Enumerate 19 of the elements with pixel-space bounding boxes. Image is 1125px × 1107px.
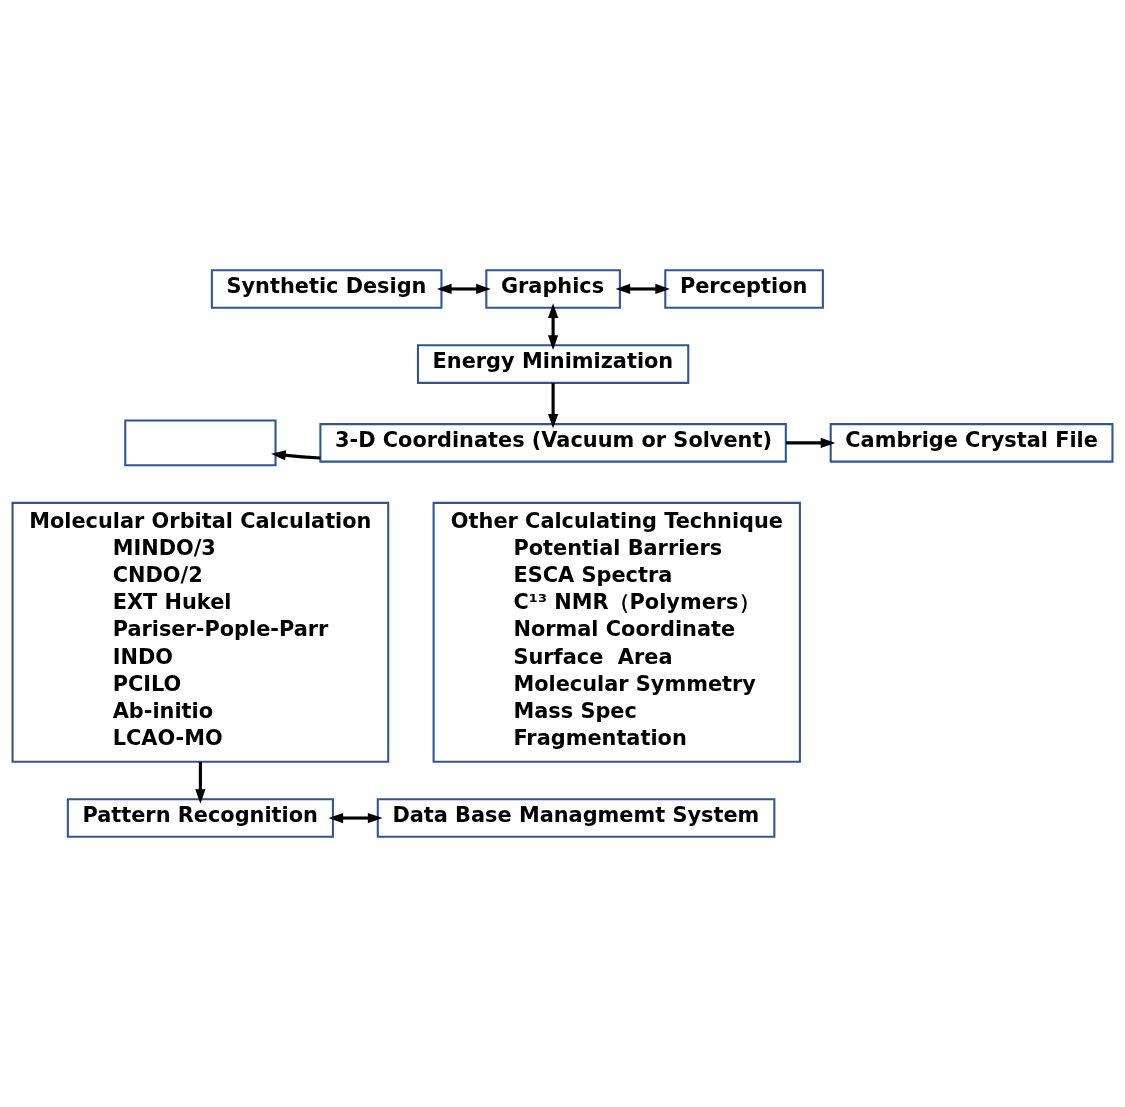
node-box: Perception xyxy=(664,269,824,309)
arrow xyxy=(786,437,836,448)
node-box: 3-D Coordinates (Vacuum or Solvent) xyxy=(319,423,787,463)
arrow xyxy=(548,303,559,350)
arrow xyxy=(328,812,383,824)
arrow xyxy=(436,283,491,295)
node-box xyxy=(124,419,277,467)
node-box: Graphics xyxy=(485,269,621,309)
node-box: Synthetic Design xyxy=(210,269,443,309)
node-box: Data Base Managmemt System xyxy=(376,798,776,838)
arrow xyxy=(195,761,206,804)
arrow xyxy=(548,382,559,429)
node-box: Cambrige Crystal File xyxy=(829,423,1114,463)
node-box: Molecular Orbital Calculation MINDO/3 CNDO/2 EXT Hukel Pariser-Pople-Parr INDO PCILO Ab-initio LCAO-MO xyxy=(11,501,390,763)
node-box: Pattern Recognition xyxy=(66,798,334,838)
arrow xyxy=(271,450,321,461)
node-box: Other Calculating Technique Potential Barriers ESCA Spectra C¹³ NMR（Polymers） Normal Coordinate Surface Area Molecular Symmetry Mass Spec Fragmentation xyxy=(432,501,801,763)
arrow xyxy=(615,283,670,295)
node-box: Energy Minimization xyxy=(416,344,690,384)
